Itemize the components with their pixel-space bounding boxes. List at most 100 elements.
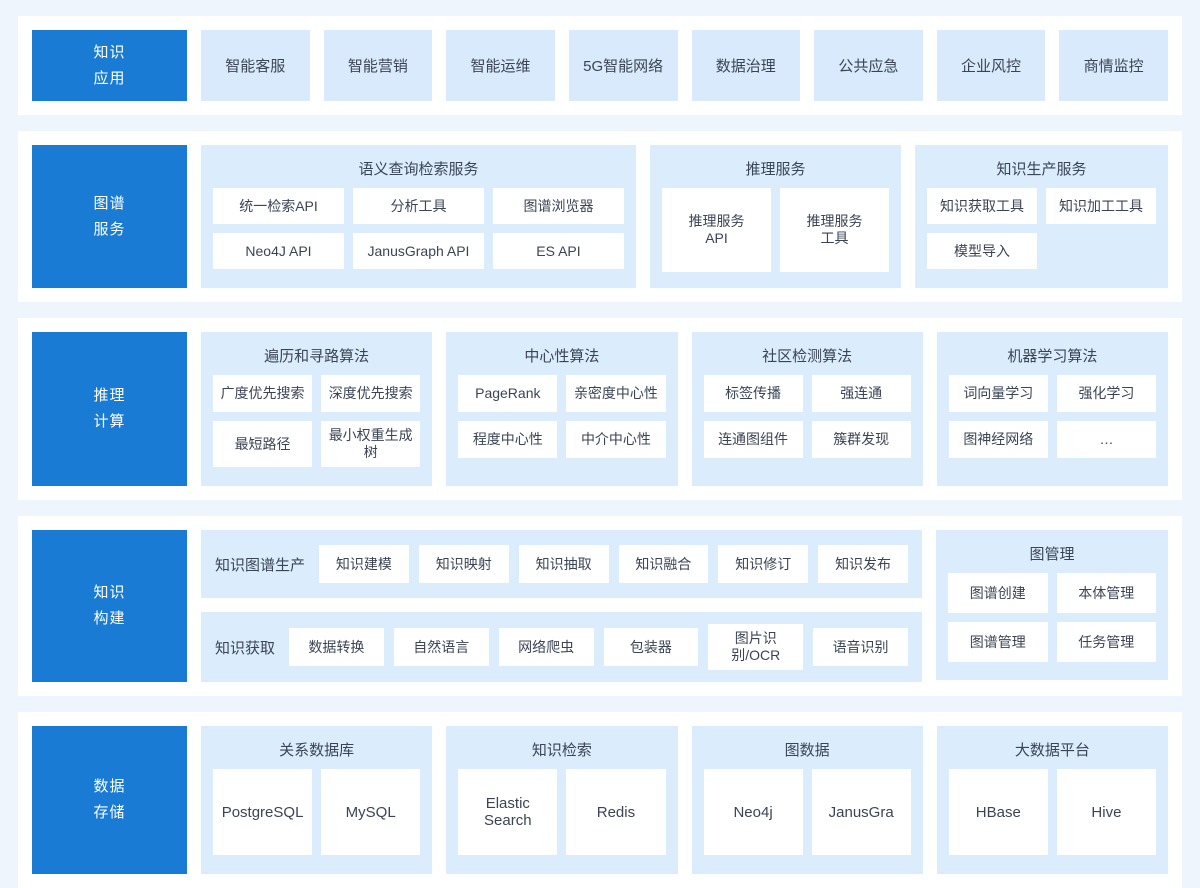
construction-tile[interactable]: 数据转换 — [289, 628, 384, 666]
construction-tile[interactable]: 知识建模 — [319, 545, 409, 583]
group-tiles: 统一检索API 分析工具 图谱浏览器 Neo4J API JanusGraph … — [213, 188, 624, 276]
storage-tile[interactable]: Hive — [1056, 769, 1156, 855]
group-tiles: 知识获取工具 知识加工工具 模型导入 — [927, 188, 1156, 276]
algorithm-tile[interactable]: 图神经网络 — [948, 421, 1048, 458]
layer-label-data-storage: 数据 存储 — [32, 726, 187, 874]
service-tile[interactable]: 图谱浏览器 — [492, 188, 624, 224]
layer-label-graph-service: 图谱 服务 — [32, 145, 187, 288]
graph-management-tile[interactable]: 任务管理 — [1056, 622, 1156, 662]
application-chip[interactable]: 智能运维 — [446, 30, 555, 101]
application-chip[interactable]: 智能营销 — [323, 30, 433, 101]
group-community-detection-algorithms: 社区检测算法 标签传播 强连通 连通图组件 簇群发现 — [691, 332, 923, 486]
group-tiles: 词向量学习 强化学习 图神经网络 … — [948, 375, 1156, 474]
construction-tile[interactable]: 知识抽取 — [518, 545, 609, 583]
layer-label-line-2: 存储 — [93, 804, 126, 821]
layer-knowledge-application: 知识 应用 智能客服 智能营销 智能运维 5G智能网络 数据治理 公共应急 企业… — [18, 16, 1182, 115]
storage-tile[interactable]: Neo4j — [703, 769, 803, 855]
group-knowledge-retrieval: 知识检索 Elastic Search Redis — [446, 726, 678, 874]
algorithm-tile[interactable]: PageRank — [458, 375, 558, 412]
layer-body-reasoning-computation: 遍历和寻路算法 广度优先搜索 深度优先搜索 最短路径 最小权重生成树 中心性算法… — [201, 332, 1168, 486]
layer-graph-service: 图谱 服务 语义查询检索服务 统一检索API 分析工具 图谱浏览器 Neo4J … — [18, 131, 1182, 302]
storage-tile[interactable]: Redis — [566, 769, 666, 855]
algorithm-tile[interactable]: 最短路径 — [213, 421, 313, 467]
service-tile[interactable]: 统一检索API — [213, 188, 344, 224]
layer-body-data-storage: 关系数据库 PostgreSQL MySQL 知识检索 Elastic Sear… — [201, 726, 1168, 874]
storage-tile[interactable]: MySQL — [321, 769, 421, 855]
service-tile[interactable]: 模型导入 — [927, 233, 1037, 269]
storage-tile[interactable]: JanusGra — [811, 769, 911, 855]
group-machine-learning-algorithms: 机器学习算法 词向量学习 强化学习 图神经网络 … — [936, 332, 1168, 486]
application-chip[interactable]: 企业风控 — [936, 30, 1046, 101]
application-chip[interactable]: 公共应急 — [814, 30, 923, 101]
application-chip[interactable]: 智能客服 — [201, 30, 310, 101]
algorithm-tile[interactable]: 强化学习 — [1056, 375, 1156, 412]
group-relational-database: 关系数据库 PostgreSQL MySQL — [201, 726, 433, 874]
storage-tile[interactable]: PostgreSQL — [213, 769, 313, 855]
layer-label-knowledge-application: 知识 应用 — [32, 30, 187, 101]
group-tiles: HBase Hive — [948, 769, 1156, 862]
algorithm-tile[interactable]: 程度中心性 — [458, 421, 558, 458]
algorithm-tile[interactable]: 亲密度中心性 — [566, 375, 666, 412]
graph-management-tile[interactable]: 本体管理 — [1056, 573, 1156, 613]
service-tile[interactable]: 知识加工工具 — [1046, 188, 1156, 224]
storage-tile[interactable]: Elastic Search — [458, 769, 558, 855]
graph-management-tile[interactable]: 图谱管理 — [948, 622, 1048, 662]
layer-label-line-1: 推理 — [93, 387, 126, 404]
group-tiles: 图谱创建 本体管理 图谱管理 任务管理 — [948, 573, 1156, 668]
service-tile[interactable]: 分析工具 — [352, 188, 484, 224]
group-tiles: Elastic Search Redis — [458, 769, 666, 862]
algorithm-tile[interactable]: 簇群发现 — [811, 421, 911, 458]
group-tiles: Neo4j JanusGra — [703, 769, 911, 862]
layer-body-graph-service: 语义查询检索服务 统一检索API 分析工具 图谱浏览器 Neo4J API Ja… — [201, 145, 1168, 288]
storage-tile[interactable]: HBase — [948, 769, 1048, 855]
layer-label-line-1: 知识 — [93, 584, 126, 601]
algorithm-tile[interactable]: 连通图组件 — [703, 421, 803, 458]
service-tile[interactable]: JanusGraph API — [352, 233, 484, 269]
group-title: 关系数据库 — [279, 742, 355, 759]
algorithm-tile[interactable]: 词向量学习 — [948, 375, 1048, 412]
algorithm-tile[interactable]: 中介中心性 — [566, 421, 666, 458]
algorithm-tile[interactable]: 广度优先搜索 — [213, 375, 313, 412]
layer-label-reasoning-computation: 推理 计算 — [32, 332, 187, 486]
algorithm-tile[interactable]: 最小权重生成树 — [321, 421, 421, 467]
group-graph-management: 图管理 图谱创建 本体管理 图谱管理 任务管理 — [936, 530, 1168, 680]
layer-label-line-1: 知识 — [93, 43, 126, 61]
group-tiles: 标签传播 强连通 连通图组件 簇群发现 — [703, 375, 911, 474]
group-knowledge-production-service: 知识生产服务 知识获取工具 知识加工工具 模型导入 — [915, 145, 1168, 288]
construction-tile[interactable]: 包装器 — [603, 628, 699, 666]
algorithm-tile[interactable]: 强连通 — [811, 375, 911, 412]
group-tiles: 推理服务 API 推理服务 工具 — [662, 188, 889, 276]
construction-tile[interactable]: 知识映射 — [418, 545, 509, 583]
application-chip[interactable]: 商情监控 — [1059, 30, 1168, 101]
service-tile[interactable]: 推理服务 工具 — [780, 188, 889, 272]
graph-management-tile[interactable]: 图谱创建 — [948, 573, 1048, 613]
algorithm-tile[interactable]: 标签传播 — [703, 375, 803, 412]
service-tile[interactable]: 知识获取工具 — [927, 188, 1037, 224]
construction-tile[interactable]: 知识发布 — [818, 545, 908, 583]
construction-tile[interactable]: 自然语言 — [393, 628, 489, 666]
construction-tile[interactable]: 图片识别/OCR — [708, 624, 804, 670]
layer-label-line-1: 图谱 — [93, 194, 126, 212]
group-title: 大数据平台 — [1014, 742, 1090, 759]
construction-tile[interactable]: 网络爬虫 — [498, 628, 594, 666]
group-title: 图数据 — [784, 742, 830, 759]
layer-body-knowledge-application: 智能客服 智能营销 智能运维 5G智能网络 数据治理 公共应急 企业风控 商情监… — [201, 30, 1168, 101]
service-tile[interactable]: ES API — [492, 233, 624, 269]
construction-tile[interactable]: 语音识别 — [813, 628, 908, 666]
application-chip[interactable]: 5G智能网络 — [568, 30, 678, 101]
algorithm-tile-ellipsis[interactable]: … — [1056, 421, 1156, 458]
group-tiles: PostgreSQL MySQL — [213, 769, 421, 862]
layer-reasoning-computation: 推理 计算 遍历和寻路算法 广度优先搜索 深度优先搜索 最短路径 最小权重生成树… — [18, 318, 1182, 500]
construction-stripe-stack: 知识图谱生产 知识建模 知识映射 知识抽取 知识融合 知识修订 知识发布 知识获… — [201, 530, 922, 682]
group-title: 语义查询检索服务 — [358, 161, 479, 178]
service-tile[interactable]: Neo4J API — [213, 233, 344, 269]
layer-label-knowledge-construction: 知识 构建 — [32, 530, 187, 682]
application-chip[interactable]: 数据治理 — [691, 30, 801, 101]
service-tile[interactable]: 推理服务 API — [662, 188, 771, 272]
group-title: 推理服务 — [745, 161, 806, 178]
construction-tile[interactable]: 知识修订 — [718, 545, 809, 583]
algorithm-tile[interactable]: 深度优先搜索 — [321, 375, 421, 412]
group-traversal-pathfinding-algorithms: 遍历和寻路算法 广度优先搜索 深度优先搜索 最短路径 最小权重生成树 — [201, 332, 433, 486]
construction-tile[interactable]: 知识融合 — [618, 545, 709, 583]
stripe-knowledge-graph-production: 知识图谱生产 知识建模 知识映射 知识抽取 知识融合 知识修订 知识发布 — [201, 530, 922, 598]
